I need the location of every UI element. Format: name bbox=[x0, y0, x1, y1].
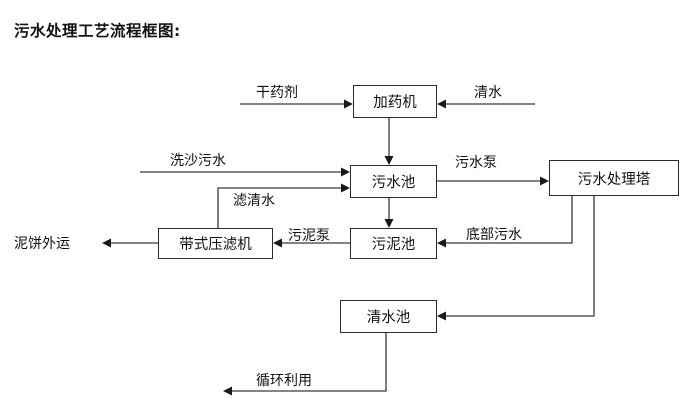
arrowhead-dry-agent bbox=[344, 99, 353, 109]
arrowhead-dosing-to-sewage-pool bbox=[384, 156, 394, 165]
node-sewage-pool[interactable]: 污水池 bbox=[350, 165, 437, 198]
wire-tower-to-clear-water-pool bbox=[443, 196, 595, 317]
arrowhead-recycle-use bbox=[223, 386, 232, 396]
arrowhead-mud-cake-out bbox=[102, 238, 111, 248]
node-belt-filter-press[interactable]: 带式压滤机 bbox=[158, 228, 273, 259]
node-dosing-machine[interactable]: 加药机 bbox=[353, 85, 437, 118]
node-sewage-treatment-tower[interactable]: 污水处理塔 bbox=[549, 160, 679, 196]
node-clear-water-pool-label: 清水池 bbox=[366, 310, 411, 326]
arrowhead-bottom-sewage bbox=[437, 238, 446, 248]
wire-bottom-sewage bbox=[443, 196, 573, 244]
node-sludge-pool-label: 污泥池 bbox=[371, 237, 416, 253]
node-dosing-machine-label: 加药机 bbox=[373, 95, 417, 111]
edge-label-clean-water: 清水 bbox=[474, 85, 502, 101]
wire-recycle-use bbox=[229, 333, 387, 392]
arrowhead-sewage-pool-to-sludge-pool bbox=[384, 219, 394, 228]
edge-label-sewage-pump: 污水泵 bbox=[455, 155, 497, 171]
edge-label-sludge-pump: 污泥泵 bbox=[288, 228, 330, 244]
arrowhead-sewage-pump bbox=[540, 176, 549, 186]
arrowhead-sludge-pump bbox=[273, 238, 282, 248]
edge-label-bottom-sewage: 底部污水 bbox=[466, 227, 522, 243]
arrowhead-clean-water bbox=[437, 99, 446, 109]
node-clear-water-pool[interactable]: 清水池 bbox=[340, 300, 437, 333]
node-sewage-treatment-tower-label: 污水处理塔 bbox=[577, 171, 651, 188]
node-sewage-pool-label: 污水池 bbox=[371, 175, 416, 191]
edge-label-recycle-use: 循环利用 bbox=[256, 373, 312, 389]
wire-filtrate-water bbox=[217, 187, 344, 228]
edge-label-sand-washing-sewage: 洗沙污水 bbox=[170, 153, 226, 169]
arrowhead-filtrate-water bbox=[341, 183, 350, 193]
page-title: 污水处理工艺流程框图: bbox=[14, 22, 181, 40]
edge-label-dry-agent: 干药剂 bbox=[256, 85, 298, 101]
arrowhead-sand-washing-sewage bbox=[341, 167, 350, 177]
edge-label-filtrate-water: 滤清水 bbox=[233, 193, 275, 209]
arrowhead-tower-to-clear-water-pool bbox=[437, 311, 446, 321]
node-belt-filter-press-label: 带式压滤机 bbox=[179, 237, 252, 253]
node-sludge-pool[interactable]: 污泥池 bbox=[350, 228, 437, 259]
edge-label-mud-cake-out: 泥饼外运 bbox=[14, 236, 70, 252]
